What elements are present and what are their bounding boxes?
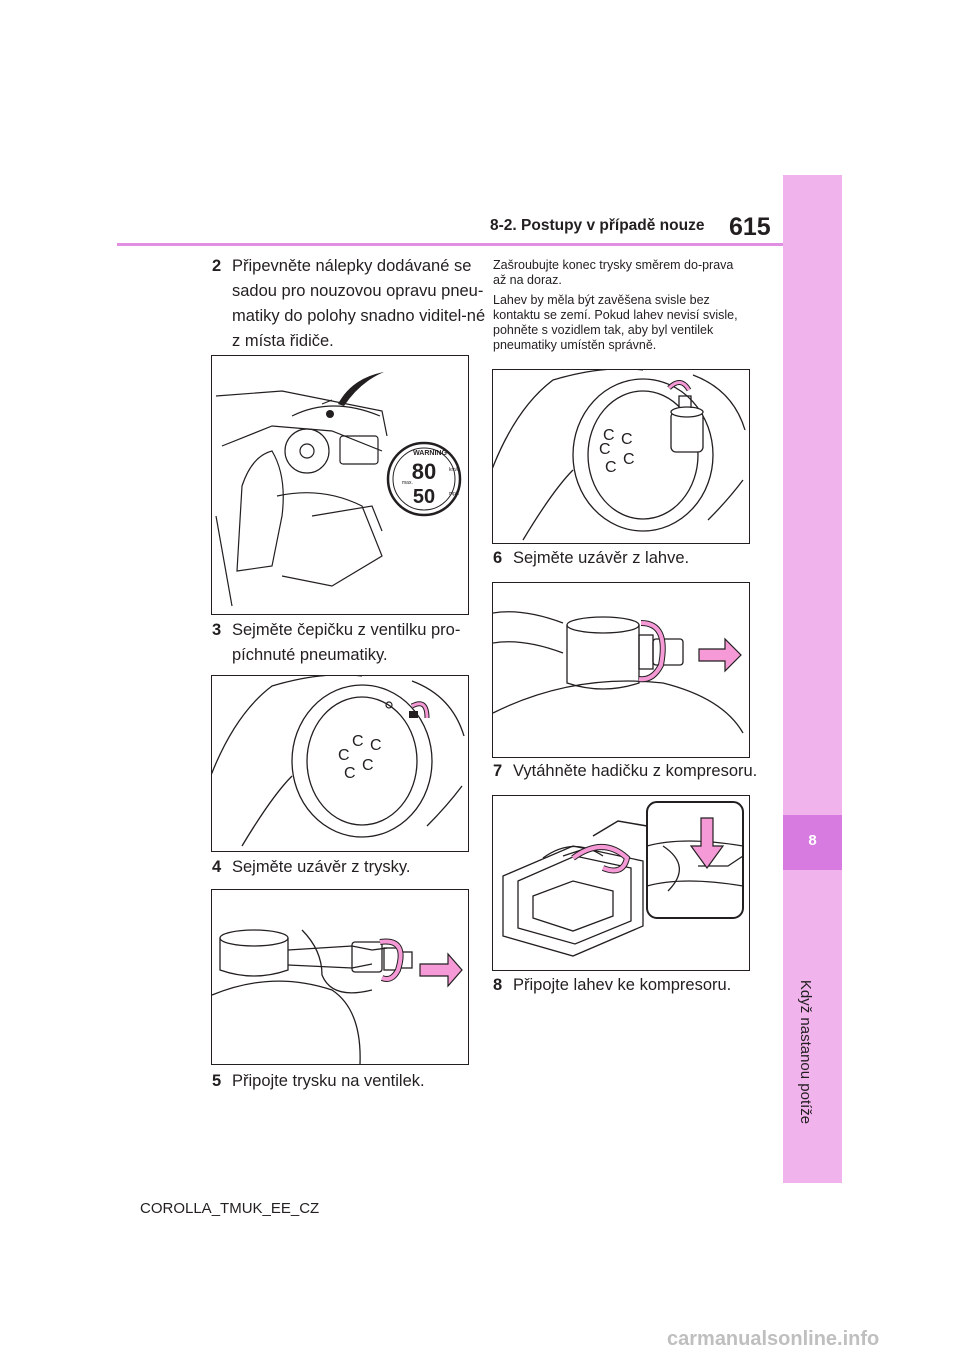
- step-text: Sejměte čepičku z ventilku pro-píchnuté …: [232, 621, 461, 664]
- svg-text:C: C: [338, 747, 350, 764]
- chapter-side-tab: 8 Když nastanou potíže: [783, 175, 842, 1183]
- sticker-unit-kmh: km/h: [449, 467, 460, 473]
- watermark: carmanualsonline.info: [667, 1328, 880, 1350]
- step-7: 7 Vytáhněte hadičku z kompresoru.: [493, 759, 793, 784]
- page-number: 615: [729, 213, 771, 241]
- sticker-unit-mph: mph: [449, 491, 459, 497]
- step-number: 6: [493, 549, 503, 567]
- svg-text:C: C: [352, 733, 364, 750]
- step-8: 8 Připojte lahev ke kompresoru.: [493, 973, 768, 998]
- step-text: Vytáhněte hadičku z kompresoru.: [513, 762, 758, 780]
- dashboard-sticker-illustration: WARNING 80 km/h max. 50 mph: [211, 355, 469, 615]
- note-bottle-hanging: Lahev by měla být zavěšena svisle bez ko…: [493, 293, 738, 352]
- sticker-speed-mph: 50: [413, 486, 435, 508]
- step-5: 5 Připojte trysku na ventilek.: [212, 1069, 487, 1094]
- bottle-cap-illustration: [492, 582, 750, 758]
- step-text: Připevněte nálepky dodávané se sadou pro…: [232, 257, 486, 350]
- sticker-warning-text: WARNING: [413, 450, 447, 457]
- header-divider: [117, 243, 783, 246]
- svg-text:C: C: [603, 427, 615, 444]
- sticker-speed-kmh: 80: [412, 459, 436, 484]
- step-number: 2: [212, 257, 222, 275]
- document-code: COROLLA_TMUK_EE_CZ: [140, 1200, 320, 1217]
- svg-text:C: C: [623, 451, 635, 468]
- step-text: Připojte lahev ke kompresoru.: [513, 976, 732, 994]
- chapter-number: 8: [808, 832, 817, 849]
- dashboard-sticker-drawing: WARNING 80 km/h max. 50 mph: [215, 372, 462, 607]
- step-text: Sejměte uzávěr z lahve.: [513, 549, 690, 567]
- step-text: Sejměte uzávěr z trysky.: [232, 858, 411, 876]
- chapter-title: Když nastanou potíže: [797, 979, 814, 1125]
- step-text: Připojte trysku na ventilek.: [232, 1072, 425, 1090]
- svg-text:C: C: [362, 757, 374, 774]
- step-number: 7: [493, 762, 503, 780]
- svg-text:C: C: [599, 441, 611, 458]
- nozzle-cap-drawing: [212, 929, 463, 1064]
- chapter-tab-active: [783, 815, 842, 870]
- svg-text:C: C: [621, 431, 633, 448]
- step-6: 6 Sejměte uzávěr z lahve.: [493, 546, 768, 571]
- note-screw-nozzle: Zašroubujte konec trysky směrem do-prava…: [493, 258, 734, 287]
- step-2: 2 Připevněte nálepky dodávané se sadou pr…: [212, 254, 487, 354]
- step-number: 5: [212, 1072, 222, 1090]
- bottle-cap-drawing: [493, 611, 744, 734]
- step-number: 4: [212, 858, 222, 876]
- speed-sticker-icon: WARNING 80 km/h max. 50 mph: [386, 441, 462, 517]
- svg-text:C: C: [605, 459, 617, 476]
- compressor-hose-drawing: [502, 801, 744, 957]
- sticker-max-label: max.: [402, 480, 413, 486]
- nozzle-cap-illustration: [211, 889, 469, 1065]
- svg-text:C: C: [370, 737, 382, 754]
- step-4: 4 Sejměte uzávěr z trysky.: [212, 855, 487, 880]
- compressor-hose-illustration: [492, 795, 750, 971]
- step-3: 3 Sejměte čepičku z ventilku pro-píchnuté…: [212, 618, 487, 668]
- step-number: 8: [493, 976, 503, 994]
- section-title: 8-2. Postupy v případě nouze: [490, 217, 705, 234]
- svg-text:C: C: [344, 765, 356, 782]
- step-number: 3: [212, 621, 222, 639]
